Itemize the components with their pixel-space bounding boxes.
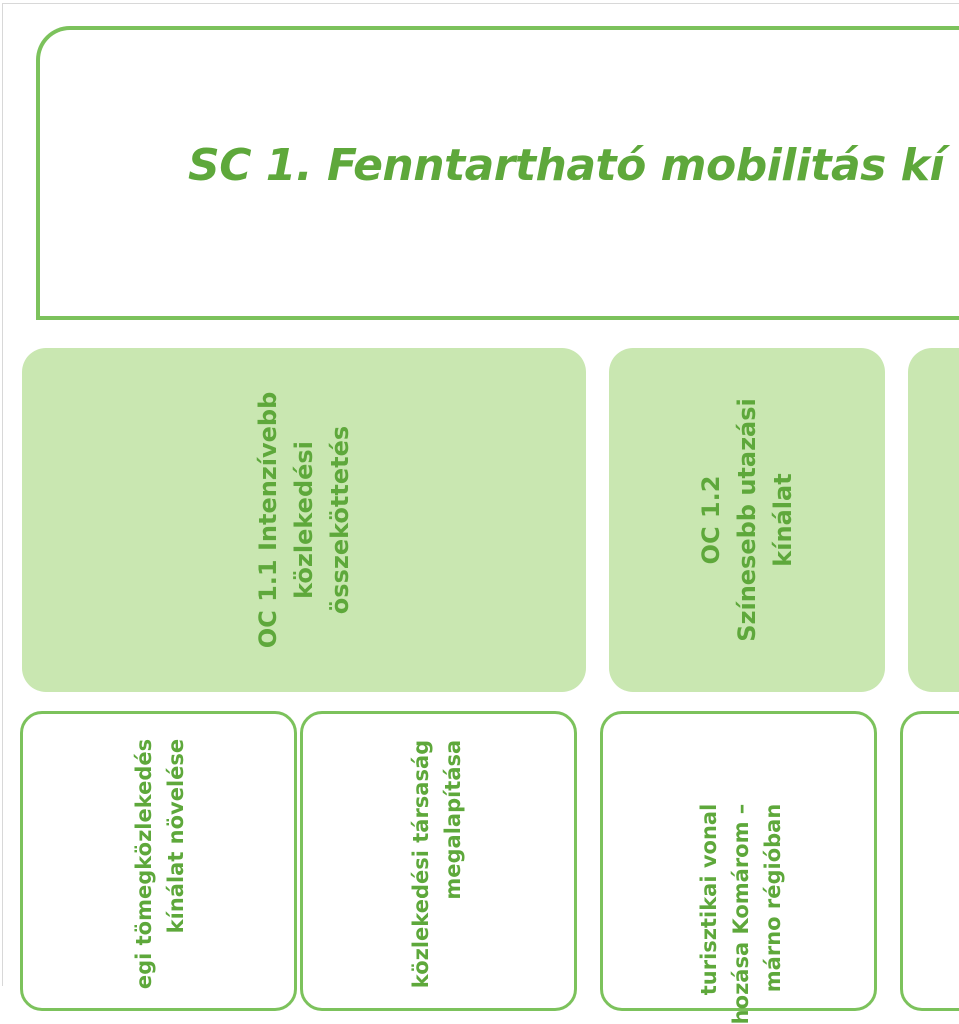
action-2-line-1: közlekedési társaság	[409, 739, 433, 989]
operational-goal-box-3	[908, 348, 959, 692]
operational-goal-box-1: OC 1.1 Intenzívebb közlekedési összekött…	[22, 348, 586, 692]
operational-goal-label-1: OC 1.1 Intenzívebb közlekedési összekött…	[250, 392, 358, 649]
action-2-line-2: megalapítása	[441, 739, 465, 900]
action-3-line-1: turisztikai vonal	[697, 803, 721, 996]
strategic-goal-box	[36, 26, 959, 320]
page-frame-left	[2, 3, 3, 986]
action-box-3: turisztikai vonal hozása Komárom – márno…	[600, 711, 877, 1024]
operational-goal-label-2: OC 1.2 Színesebb utazási kínálat	[693, 398, 801, 642]
operational-goal-2-line-3: kínálat	[769, 473, 797, 567]
operational-goal-1-line-2: közlekedési	[290, 441, 318, 599]
action-label-1: egi tömegközlekedés kínálat növelése	[128, 739, 192, 989]
action-box-4	[900, 711, 959, 1011]
action-3-line-3: márno régióban	[761, 803, 785, 993]
action-1-line-1: egi tömegközlekedés	[132, 738, 156, 990]
action-box-1: egi tömegközlekedés kínálat növelése	[20, 711, 297, 1011]
action-3-line-2: hozása Komárom –	[729, 803, 753, 1024]
operational-goal-2-line-2: Színesebb utazási	[733, 398, 761, 642]
operational-goal-1-line-1: OC 1.1 Intenzívebb	[254, 391, 282, 649]
page-frame-top	[2, 3, 959, 4]
operational-goal-2-line-1: OC 1.2	[697, 475, 725, 565]
operational-goal-box-2: OC 1.2 Színesebb utazási kínálat	[609, 348, 885, 692]
operational-goal-1-line-3: összeköttetés	[326, 425, 354, 615]
strategic-goal-title: SC 1. Fenntartható mobilitás kí	[188, 140, 945, 191]
action-box-2: közlekedési társaság megalapítása	[300, 711, 577, 1011]
action-label-3: turisztikai vonal hozása Komárom – márno…	[693, 804, 789, 1024]
action-label-2: közlekedési társaság megalapítása	[405, 740, 469, 988]
action-1-line-2: kínálat növelése	[164, 738, 188, 934]
